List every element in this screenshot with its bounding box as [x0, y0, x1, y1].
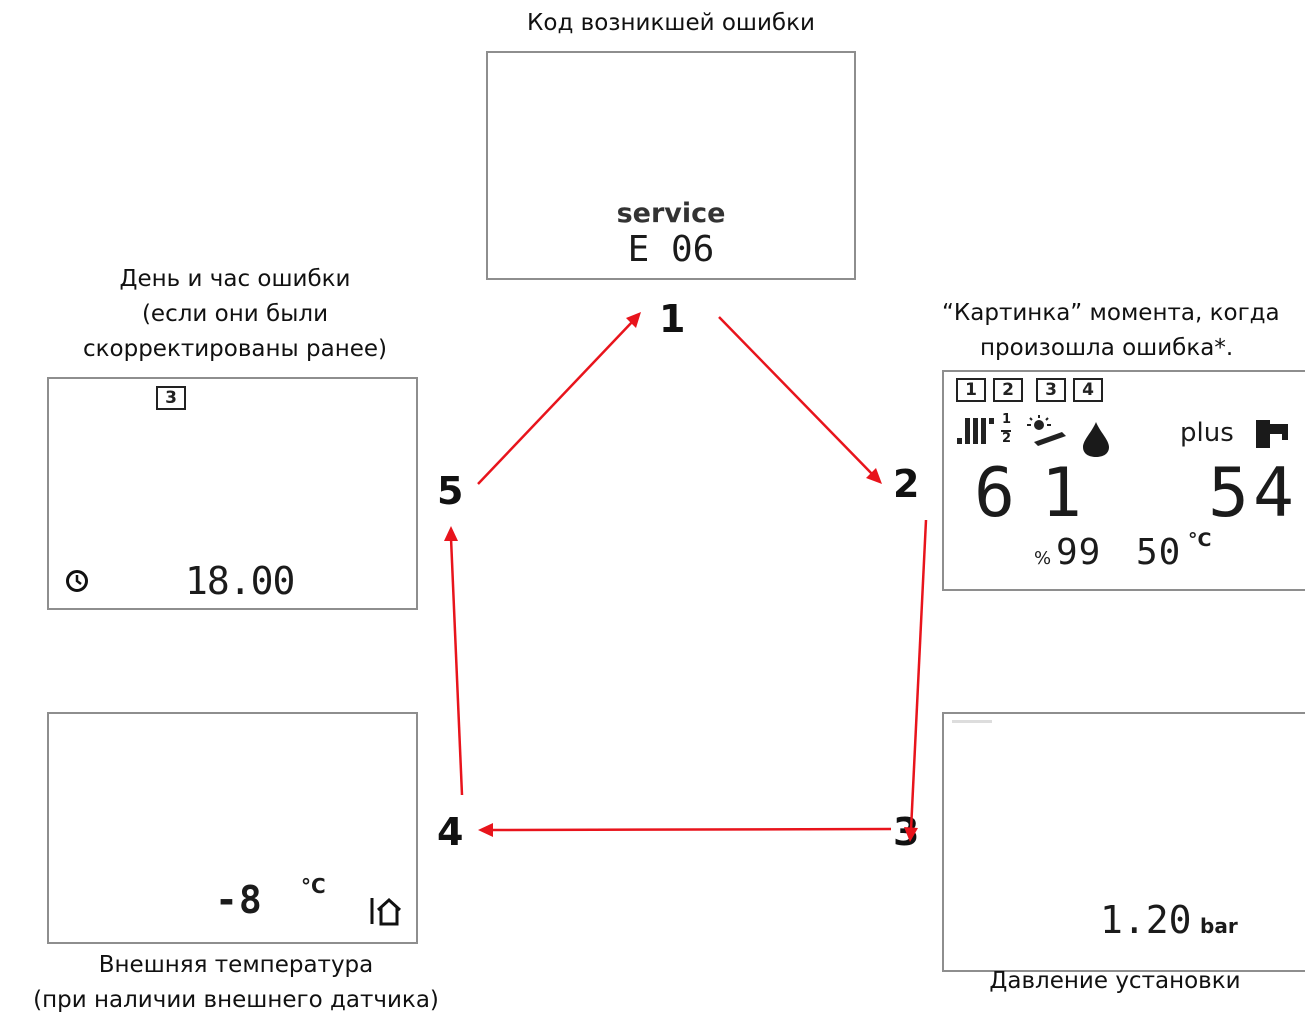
caption-line: День и час ошибки [119, 266, 351, 292]
outdoor-temp-unit: °C [301, 874, 326, 898]
tap-icon [1256, 420, 1288, 448]
zone-box-2: 2 [993, 378, 1023, 402]
house-icon [370, 897, 402, 926]
arrow-3-to-4 [478, 823, 892, 837]
radiator-icon [957, 418, 994, 444]
zone-box-1: 1 [956, 378, 986, 402]
screen-outdoor-temp: -8 °C [47, 712, 418, 944]
step-number-2: 2 [893, 462, 920, 506]
step-4-caption: Внешняя температура (при наличии внешнег… [26, 948, 446, 1018]
arrow-1-to-2 [718, 316, 882, 484]
arrow-4-to-5 [444, 526, 464, 796]
modulation-value: 99 [1056, 532, 1102, 573]
error-code-value: E 06 [627, 229, 715, 270]
caption-line: Код возникшей ошибки [527, 10, 815, 36]
lcd-segment [952, 720, 992, 723]
step-2-caption: “Картинка” момента, когда произошла ошиб… [930, 296, 1305, 366]
screen-error-code: service E 06 [486, 51, 856, 280]
caption-line: (если они были [141, 301, 329, 327]
step-number-1: 1 [659, 297, 686, 341]
fraction-bottom: 2 [1002, 431, 1012, 446]
zone-box: 3 [156, 386, 186, 410]
arrow-5-to-1 [477, 312, 641, 485]
caption-line: “Картинка” момента, когда [942, 300, 1280, 326]
temp-unit: °C [1188, 529, 1212, 551]
dhw-temp-value: 54 [1208, 454, 1298, 533]
sun-icon [1027, 415, 1066, 446]
clock-icon [66, 570, 88, 592]
plus-label: plus [1180, 418, 1234, 448]
flame-drop-icon [1083, 422, 1109, 457]
screen-pressure: 1.20 bar [942, 712, 1305, 972]
step-number-4: 4 [437, 810, 464, 854]
step-number-5: 5 [437, 469, 464, 513]
step-3-caption: Давление установки [930, 964, 1300, 999]
caption-line: Давление установки [989, 968, 1241, 994]
fraction-top: 1 [1002, 412, 1012, 427]
screen-error-snapshot: 1 2 3 4 1 2 plus 61 54 % 99 50 °C [942, 370, 1305, 591]
step-5-caption: День и час ошибки (если они были скоррек… [20, 262, 450, 367]
pressure-value: 1.20 [1100, 898, 1192, 942]
pressure-unit: bar [1200, 914, 1238, 938]
step-1-caption: Код возникшей ошибки [486, 6, 856, 41]
temp-setpoint-value: 50 [1136, 532, 1182, 573]
caption-line: Внешняя температура [98, 952, 374, 978]
caption-line: (при наличии внешнего датчика) [33, 987, 439, 1013]
boiler-temp-value: 61 [974, 454, 1108, 533]
screen-error-time: 3 18.00 [47, 377, 418, 610]
caption-line: скорректированы ранее) [82, 336, 388, 362]
caption-line: произошла ошибка*. [980, 335, 1234, 361]
zone-box-4: 4 [1073, 378, 1103, 402]
zone-box-3: 3 [1036, 378, 1066, 402]
error-time-value: 18.00 [185, 559, 295, 603]
percent-sign: % [1034, 548, 1052, 569]
fraction-bar [1001, 430, 1011, 432]
arrow-2-to-3 [904, 519, 928, 842]
outdoor-temp-value: -8 [215, 878, 263, 922]
service-label: service [616, 198, 726, 229]
